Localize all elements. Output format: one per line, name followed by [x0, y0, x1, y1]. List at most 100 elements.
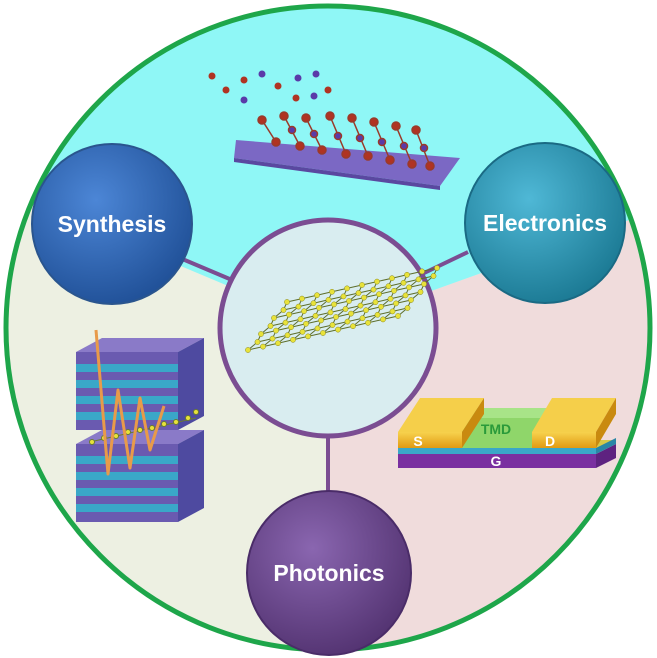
lattice-atom: [359, 315, 366, 322]
lattice-atom: [415, 276, 422, 283]
photonics-circle: [246, 490, 412, 656]
lattice-atom: [299, 295, 305, 302]
channel-label: TMD: [481, 421, 511, 437]
lattice-atom: [370, 286, 377, 293]
lattice-atom: [299, 328, 306, 335]
lattice-atom: [342, 306, 349, 312]
lattice-atom: [357, 302, 364, 309]
lattice-atom: [361, 294, 367, 301]
lattice-atom: [314, 325, 321, 332]
synthesis-node: Synthesis: [31, 143, 193, 305]
lattice-atom: [348, 310, 354, 317]
lattice-atom: [389, 308, 396, 315]
lattice-atom: [284, 299, 290, 305]
substrate-slab: [234, 140, 460, 186]
lattice-atom: [305, 333, 311, 340]
lattice-atom: [316, 304, 322, 311]
electronics-node: Electronics: [464, 142, 626, 304]
lattice-atom: [340, 293, 347, 300]
lower-stack: [76, 430, 204, 522]
lattice-atom: [393, 300, 399, 307]
lattice-atom: [303, 320, 309, 327]
lattice-atom: [297, 316, 304, 323]
lattice-atom: [254, 339, 261, 345]
lattice-atom: [391, 287, 397, 294]
lattice-atom: [374, 311, 381, 318]
lattice-atom: [312, 312, 319, 319]
optical-beam: [94, 329, 166, 476]
lattice-atom: [331, 301, 337, 308]
deposition-icon: [208, 70, 460, 190]
lattice-atom: [310, 300, 317, 307]
lattice-atom: [269, 335, 276, 342]
gas-atoms: [208, 70, 332, 104]
lattice-atom: [400, 279, 407, 286]
lattice-atom: [365, 319, 371, 326]
lattice-atom: [329, 288, 335, 295]
center-circle: [217, 217, 439, 439]
lattice-atom: [335, 326, 341, 333]
lattice-atom: [363, 307, 369, 314]
lattice-atom: [378, 303, 384, 310]
lattice-atom: [327, 309, 334, 316]
electronics-label: Electronics: [483, 210, 607, 236]
source-label: S: [413, 433, 422, 449]
synthesis-circle: [31, 143, 193, 305]
lattice-atom: [355, 290, 362, 296]
lattice-atom: [417, 289, 424, 295]
growing-film: [257, 111, 435, 171]
lattice-atom: [245, 347, 251, 353]
lattice-atom: [275, 340, 281, 347]
upper-stack: [76, 338, 204, 430]
lattice-atom: [408, 297, 414, 303]
lattice-atom: [329, 322, 336, 328]
lattice-atom: [376, 291, 382, 298]
lattice-atom: [430, 273, 437, 279]
lattice-atom: [273, 327, 279, 334]
lattice-atom: [419, 268, 425, 275]
lattice-atom: [387, 295, 394, 302]
lattice-atom: [286, 311, 292, 318]
embedded-monolayer: [89, 409, 199, 445]
lattice-atom: [434, 265, 440, 271]
lattice-atom: [320, 330, 326, 336]
transistor-icon: S D TMD G: [398, 398, 616, 469]
electronics-circle: [464, 142, 626, 304]
lattice-atom: [359, 282, 365, 288]
lattice-atom: [325, 296, 332, 303]
lattice-atom: [280, 307, 287, 313]
lattice-atom: [404, 305, 411, 311]
lattice-atom: [395, 313, 401, 319]
synthesis-label: Synthesis: [58, 211, 167, 237]
connector-synthesis: [179, 256, 233, 282]
gate-substrate: [398, 454, 596, 468]
photonics-label: Photonics: [273, 560, 384, 586]
laser-icon: [76, 329, 204, 522]
lattice-atom: [406, 284, 412, 291]
lattice-atom: [344, 318, 351, 325]
lattice-atom: [350, 323, 356, 330]
connector-electronics: [419, 250, 469, 277]
lattice-atom: [258, 331, 264, 337]
lattice-atom: [301, 308, 307, 315]
gate-label: G: [491, 453, 502, 469]
lattice-atom: [402, 292, 409, 299]
lattice-atom: [404, 271, 410, 278]
photonics-node: Photonics: [246, 490, 412, 656]
lattice-atom: [374, 278, 380, 285]
lattice-atom: [346, 298, 352, 304]
lattice-atom: [389, 275, 395, 282]
lattice-atom: [290, 336, 296, 343]
lattice-atom: [344, 285, 350, 292]
drain-contact-top: [532, 398, 616, 432]
lattice-atom: [318, 317, 324, 324]
lattice-atom: [372, 299, 379, 306]
lattice-atom: [421, 281, 427, 287]
lattice-atom: [295, 303, 302, 310]
lattice-atom: [282, 319, 289, 326]
lattice-atom: [380, 316, 386, 323]
lattice-atom: [267, 323, 274, 329]
lattice-atom: [385, 283, 392, 290]
lattice-atom: [333, 314, 339, 320]
